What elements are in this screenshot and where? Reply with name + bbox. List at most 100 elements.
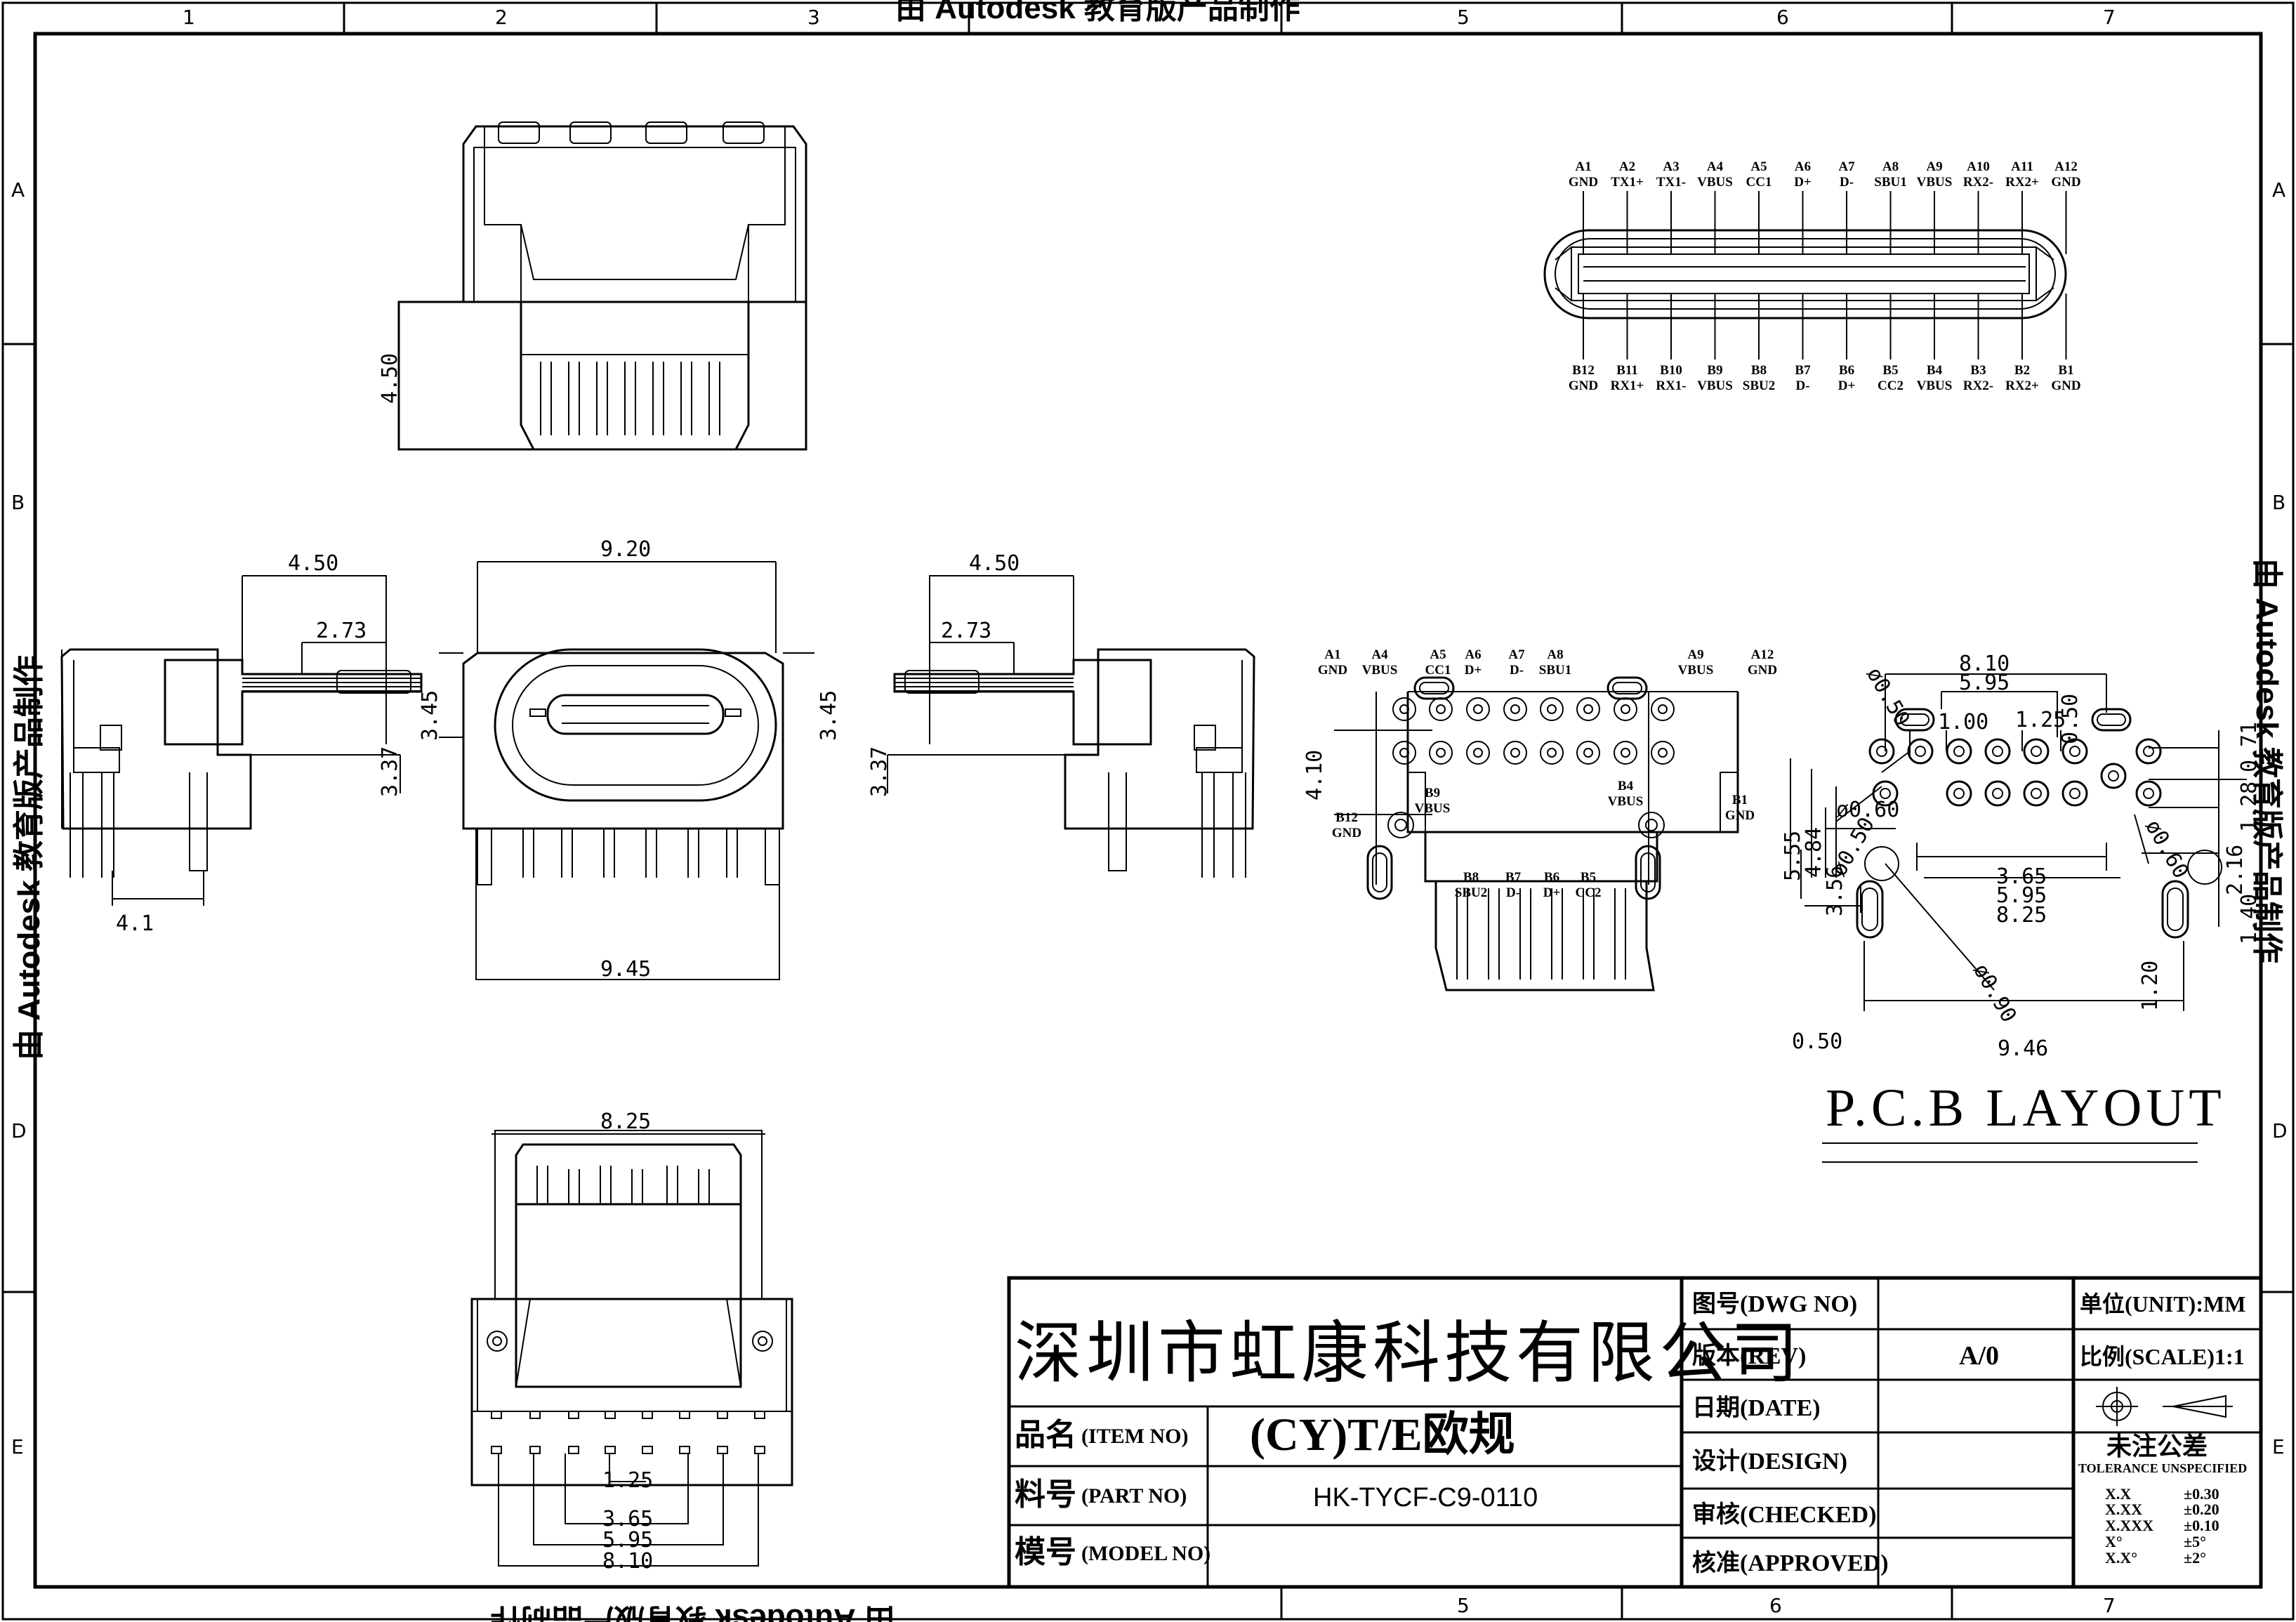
rear-pin-bottom-core xyxy=(1399,748,1409,758)
part-label-cn: 料号 xyxy=(1015,1477,1076,1512)
pcb-pad xyxy=(2100,763,2127,789)
pinout-bottom-labels: B12GNDB11RX1+B10RX1-B9VBUSB8SBU2B7D-B6D+… xyxy=(1569,294,2081,393)
pin-label-top-signal: RX2+ xyxy=(2005,175,2039,190)
pin-label-bottom-signal: RX1- xyxy=(1656,378,1686,393)
dim-rear-height: 4.10 xyxy=(1302,750,1327,800)
grid-row-e-right: E xyxy=(2272,1435,2285,1458)
pcb-layout-title: P.C.B LAYOUT xyxy=(1826,1079,2226,1138)
connector-pinout xyxy=(1543,229,2067,319)
grid-col-bottom-5: 5 xyxy=(1457,1594,1470,1617)
checked-label: 审核(CHECKED) xyxy=(1692,1501,1877,1528)
tolerance-key: X.X xyxy=(2105,1485,2131,1503)
rear-pin-bottom-core xyxy=(1547,748,1557,758)
pcb-pad-hole xyxy=(1992,746,2003,757)
tolerance-value: ±5° xyxy=(2184,1533,2206,1550)
dim-pcb-484: 4.84 xyxy=(1802,827,1826,878)
grid-row-b: B xyxy=(11,491,25,514)
pin-label-bottom-id: B6 xyxy=(1839,363,1854,378)
pin-label-top-id: A8 xyxy=(1882,159,1899,174)
tolerance-title: 未注公差 xyxy=(2106,1432,2208,1461)
grid-row-a-right: A xyxy=(2272,178,2285,202)
dim-pcb-810: 8.10 xyxy=(1959,652,2010,676)
rear-label-bottom-signal: SBU2 xyxy=(1455,885,1487,900)
dim-side-depth: 2.73 xyxy=(316,619,367,643)
pin-label-top-id: A2 xyxy=(1619,159,1635,174)
pin-label-bottom-id: B4 xyxy=(1927,363,1943,378)
pcb-pad-hole xyxy=(2108,770,2119,782)
rear-pin-top-core xyxy=(1583,704,1593,714)
grid-row-b-right: B xyxy=(2272,491,2285,514)
rear-pin-bottom-core xyxy=(1583,748,1593,758)
rear-pin-top xyxy=(1503,697,1527,721)
rear-label-bottom-id: B1 xyxy=(1732,793,1748,807)
dim-right-width: 4.50 xyxy=(969,551,1020,576)
tolerance-subtitle: TOLERANCE UNSPECIFIED xyxy=(2078,1461,2247,1475)
pin-label-bottom-id: B1 xyxy=(2058,363,2073,378)
pcb-pad-hole xyxy=(1992,788,2003,799)
pin-label-bottom-signal: GND xyxy=(1569,378,1598,393)
dim-side-width: 4.50 xyxy=(288,551,338,576)
pcb-pad xyxy=(1984,780,2011,807)
title-block xyxy=(1007,1276,2263,1589)
rear-label-top-id: A8 xyxy=(1547,647,1563,662)
rear-label-top-signal: VBUS xyxy=(1362,663,1398,678)
dim-pcb-050b: 0.50 xyxy=(1792,1029,1842,1054)
dim-pcb-356: 3.56 xyxy=(1823,866,1847,916)
rear-label-top-signal: GND xyxy=(1748,663,1777,678)
tolerance-value: ±0.10 xyxy=(2184,1517,2219,1534)
watermark-left: 由 Autodesk 教育版产品制作 xyxy=(12,655,46,1060)
bottom-view xyxy=(470,1130,793,1567)
pcb-pad-hole xyxy=(1953,788,1965,799)
pcb-pad-hole xyxy=(2031,746,2042,757)
pin-label-top-id: A1 xyxy=(1575,159,1591,174)
pcb-pad xyxy=(2135,738,2162,765)
unit-label: 单位(UNIT):MM xyxy=(2080,1291,2245,1317)
pin-label-bottom-id: B12 xyxy=(1572,363,1595,378)
pin-label-bottom-signal: SBU2 xyxy=(1743,378,1775,393)
watermark-bottom: 由 Autodesk 教育版产品制作 xyxy=(490,1602,895,1622)
dim-front-width: 9.20 xyxy=(600,537,651,562)
dim-front-bottom: 9.45 xyxy=(600,957,651,982)
dim-bottom-width: 8.25 xyxy=(600,1109,651,1134)
pcb-pad-hole xyxy=(2069,746,2080,757)
model-label-cn: 模号 xyxy=(1015,1535,1076,1569)
pcb-pad xyxy=(1984,738,2011,765)
tolerance-value: ±0.20 xyxy=(2184,1501,2219,1518)
pin-label-top-signal: SBU1 xyxy=(1874,175,1906,190)
dim-pcb-050a: 0.50 xyxy=(2058,694,2083,744)
rear-label-top-id: A6 xyxy=(1465,647,1481,662)
projection-symbol-icon xyxy=(2096,1387,2233,1426)
pcb-pad xyxy=(2061,738,2088,765)
rear-label-bottom-id: B9 xyxy=(1425,786,1440,800)
rear-label-top-id: A4 xyxy=(1371,647,1388,662)
pin-label-bottom-id: B11 xyxy=(1616,363,1638,378)
part-label-en: (PART NO) xyxy=(1081,1484,1187,1508)
tolerance-key: X.X° xyxy=(2105,1549,2137,1567)
rear-pin-top-core xyxy=(1547,704,1557,714)
dim-bottom-3: 5.95 xyxy=(602,1528,653,1552)
pcb-pad xyxy=(2023,738,2050,765)
pinout-top-labels: A1GNDA2TX1+A3TX1-A4VBUSA5CC1A6D+A7D-A8SB… xyxy=(1569,159,2081,254)
pin-label-top-signal: TX1+ xyxy=(1611,175,1644,190)
rear-label-top-signal: SBU1 xyxy=(1539,663,1571,678)
rear-label-top-id: A5 xyxy=(1430,647,1446,662)
dim-side-total: 3.37 xyxy=(378,746,402,797)
rear-pin-top-core xyxy=(1510,704,1520,714)
dim-pcb-128: 1.28 xyxy=(2237,782,2262,832)
pin-label-bottom-id: B7 xyxy=(1795,363,1811,378)
rear-pin-top-core xyxy=(1621,704,1630,714)
rear-label-bottom-id: B8 xyxy=(1463,870,1479,885)
rear-label-bottom-signal: GND xyxy=(1332,826,1361,840)
date-label: 日期(DATE) xyxy=(1692,1395,1821,1421)
dim-pcb-071: 0.71 xyxy=(2237,722,2262,772)
rear-label-bottom-id: B4 xyxy=(1618,779,1634,793)
pin-label-bottom-signal: RX2+ xyxy=(2005,378,2039,393)
front-view xyxy=(439,561,814,980)
pcb-layout-drawing xyxy=(1790,673,2247,1163)
rear-pin-top-core xyxy=(1658,704,1668,714)
rear-pin-top xyxy=(1576,697,1600,721)
pin-label-top-signal: D+ xyxy=(1794,175,1812,190)
pin-label-top-signal: VBUS xyxy=(1917,175,1953,190)
pin-label-bottom-id: B3 xyxy=(1970,363,1986,378)
